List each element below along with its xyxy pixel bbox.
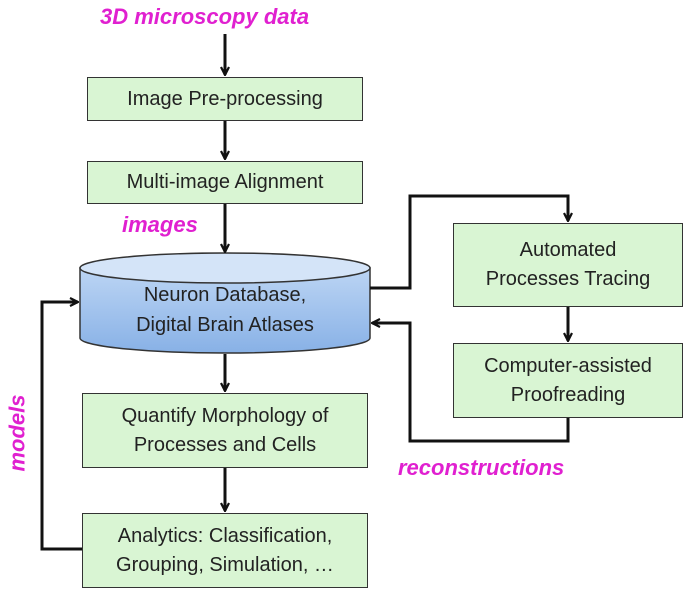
arrow-database-to-tracing [370,194,568,290]
preprocessing-line-1: Image Pre-processing [127,87,323,110]
database-label: Neuron Database, Digital Brain Atlases [80,280,370,340]
analytics-line-2: Grouping, Simulation, … [116,553,334,576]
box-quantify-morphology: Quantify Morphology of Processes and Cel… [82,393,368,468]
database-line-1: Neuron Database, [143,284,307,306]
arrow-analytics-to-database [40,302,82,551]
box-automated-tracing: Automated Processes Tracing [453,223,683,307]
database-line-2: Digital Brain Atlases [136,314,314,336]
box-multi-image-alignment: Multi-image Alignment [87,161,363,204]
label-3d-microscopy-data: 3D microscopy data [100,4,310,29]
box-analytics: Analytics: Classification, Grouping, Sim… [82,513,368,588]
label-reconstructions: reconstructions [398,455,565,480]
proofreading-line-2: Proofreading [510,383,626,406]
tracing-line-1: Automated [519,239,617,261]
tracing-line-2: Processes Tracing [485,268,651,290]
label-images: images [122,212,198,237]
quantify-line-2: Processes and Cells [133,433,317,456]
label-models: models [4,394,30,472]
analytics-line-1: Analytics: Classification, [117,524,333,547]
alignment-line-1: Multi-image Alignment [126,171,324,193]
proofreading-line-1: Computer-assisted [484,354,652,377]
arrow-proofreading-to-database [372,323,570,443]
quantify-line-1: Quantify Morphology of [121,404,329,427]
database-cylinder [79,252,371,354]
box-image-preprocessing: Image Pre-processing [87,77,363,121]
box-computer-assisted-proofreading: Computer-assisted Proofreading [453,343,683,418]
